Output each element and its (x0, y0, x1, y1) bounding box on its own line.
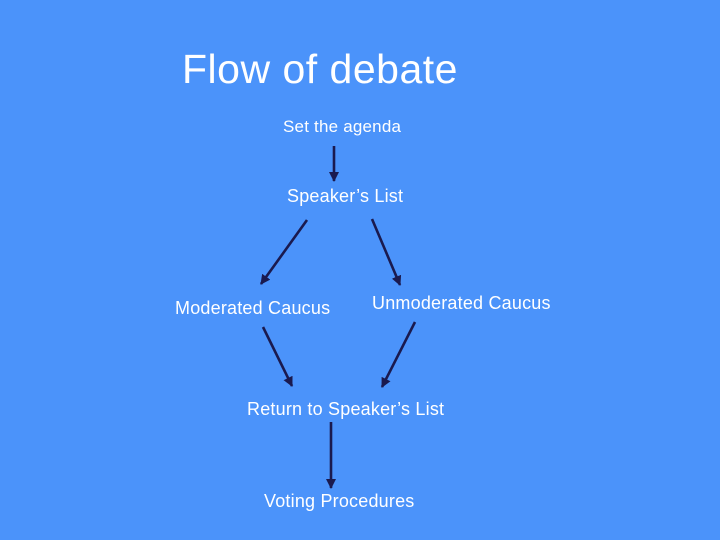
node-return-to-speakers-list: Return to Speaker’s List (247, 399, 445, 419)
node-set-the-agenda: Set the agenda (283, 117, 402, 136)
node-moderated-caucus: Moderated Caucus (175, 298, 331, 318)
slide-title: Flow of debate (182, 46, 458, 92)
arrow-moderated-to-return (261, 326, 294, 387)
arrow-speakers-list-to-moderated (259, 219, 309, 285)
arrow-speakers-list-to-unmoderated (370, 218, 402, 286)
node-unmoderated-caucus: Unmoderated Caucus (372, 293, 551, 313)
node-voting-procedures: Voting Procedures (264, 491, 415, 511)
arrow-unmoderated-to-return (380, 321, 417, 388)
node-speakers-list: Speaker’s List (287, 186, 404, 206)
